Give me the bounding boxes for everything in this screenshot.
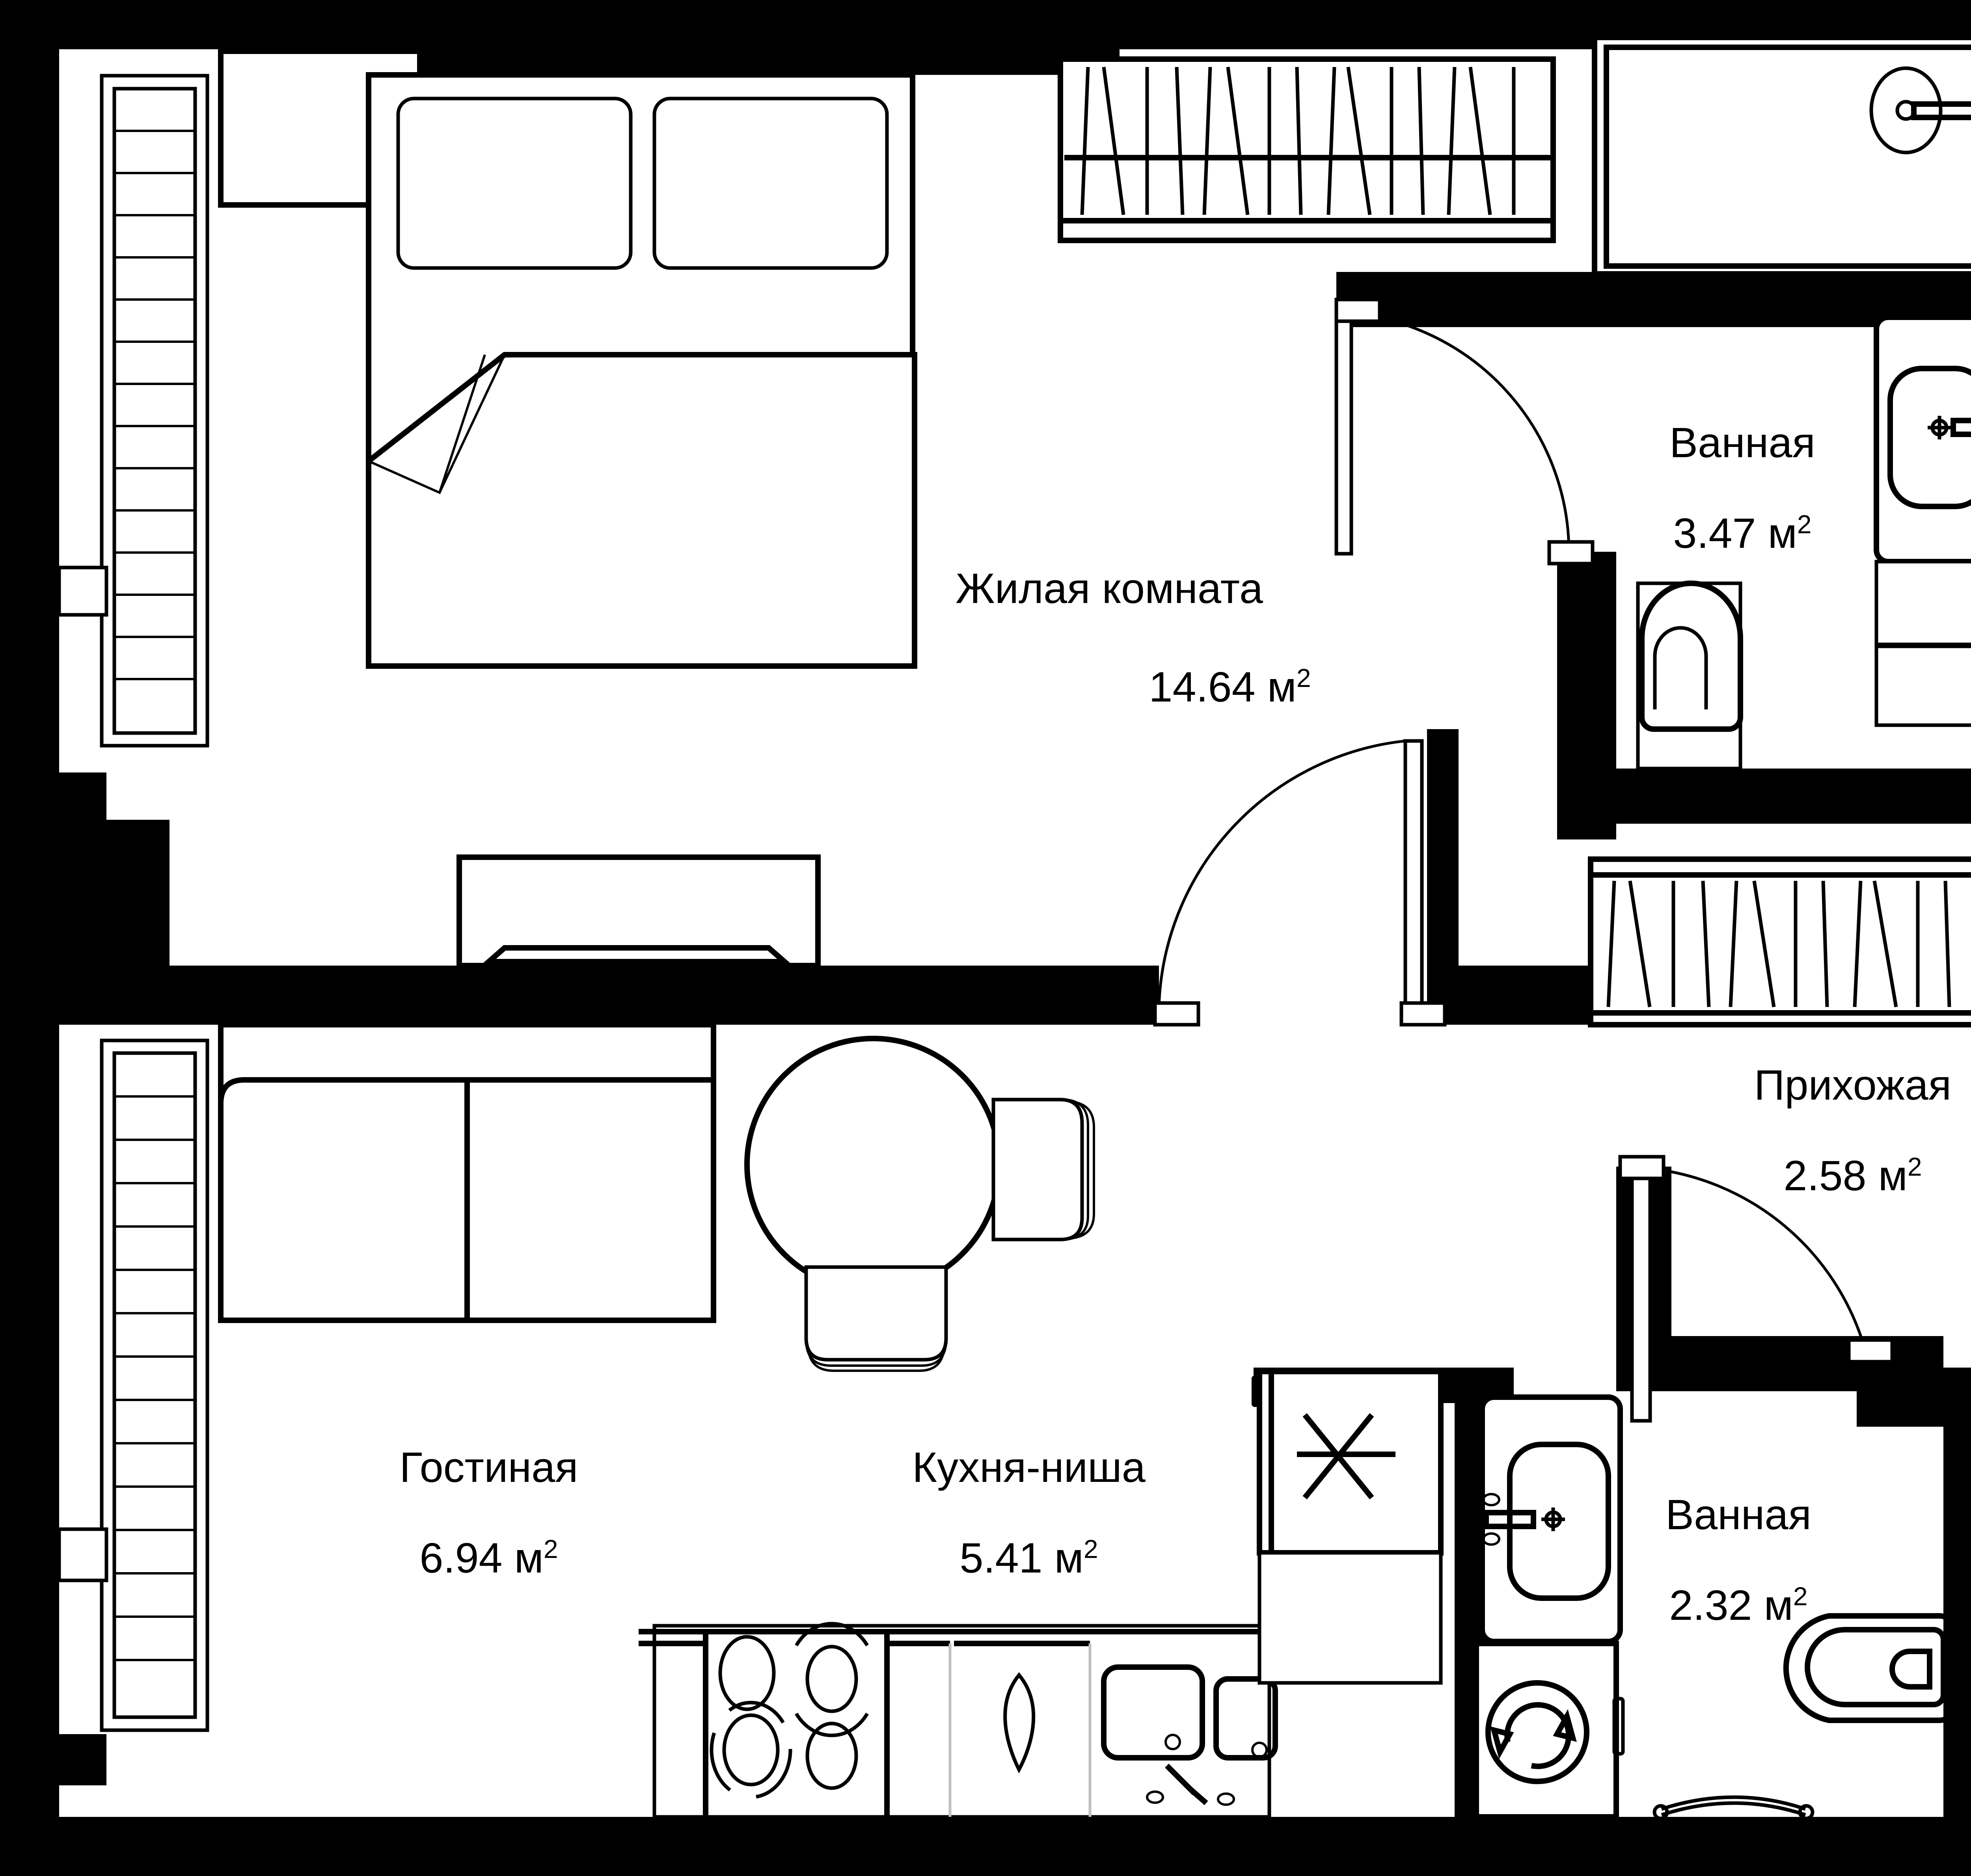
room-area-bathroom-second: 2.32 м2 [1669, 1581, 1807, 1629]
chair-bottom [804, 1265, 948, 1372]
towel-rail-top [1574, 583, 1591, 710]
tv-set [481, 945, 792, 995]
room-area-hallway: 2.58 м2 [1783, 1152, 1922, 1199]
bed-double [366, 72, 917, 669]
toilet-bottom [1783, 1613, 1956, 1723]
door-living[interactable] [1153, 739, 1447, 1027]
door-bathroom-second[interactable] [1618, 1155, 1894, 1423]
towel-rail-bottom [1652, 1795, 1815, 1820]
kitchen-sink [1101, 1664, 1278, 1806]
cooktop [710, 1622, 869, 1799]
room-area-kitchen-niche: 5.41 м2 [959, 1534, 1098, 1582]
room-area-lounge: 6.94 м2 [419, 1534, 558, 1582]
toilet-top [1636, 581, 1743, 770]
sofa [218, 1022, 716, 1323]
washbasin-bottom [1479, 1394, 1623, 1644]
room-area-living-room: 14.64 м2 [1149, 663, 1311, 711]
room-area-bathroom-main: 3.47 м2 [1673, 509, 1811, 557]
wall-jambs [57, 566, 108, 1582]
wardrobe-bedroom-top-right [1058, 56, 1556, 243]
room-label-bathroom-second: Ванная [1665, 1491, 1811, 1538]
room-label-kitchen-niche: Кухня-ниша [912, 1443, 1146, 1491]
fridge-vent [1252, 1369, 1444, 1685]
room-label-living-room: Жилая комната [956, 564, 1263, 612]
chair-right [991, 1098, 1095, 1241]
room-label-bathroom-main: Ванная [1669, 419, 1815, 466]
wardrobe-hallway [1588, 856, 1971, 1027]
radiator-bottom [100, 1038, 209, 1732]
door-bathroom-main[interactable] [1334, 298, 1595, 566]
room-label-lounge: Гостиная [399, 1443, 578, 1491]
room-label-hallway: Прихожая [1754, 1061, 1951, 1109]
shower-tray [1592, 35, 1971, 277]
washing-machine [1474, 1641, 1625, 1820]
dining-table [744, 1036, 1002, 1293]
room-labels: Жилая комната 14.64 м2 Ванная 3.47 м2 Пр… [399, 419, 1951, 1629]
washbasin-top [1874, 315, 1971, 727]
pendant-lamp [1003, 1672, 1036, 1774]
radiator-top [100, 74, 209, 748]
